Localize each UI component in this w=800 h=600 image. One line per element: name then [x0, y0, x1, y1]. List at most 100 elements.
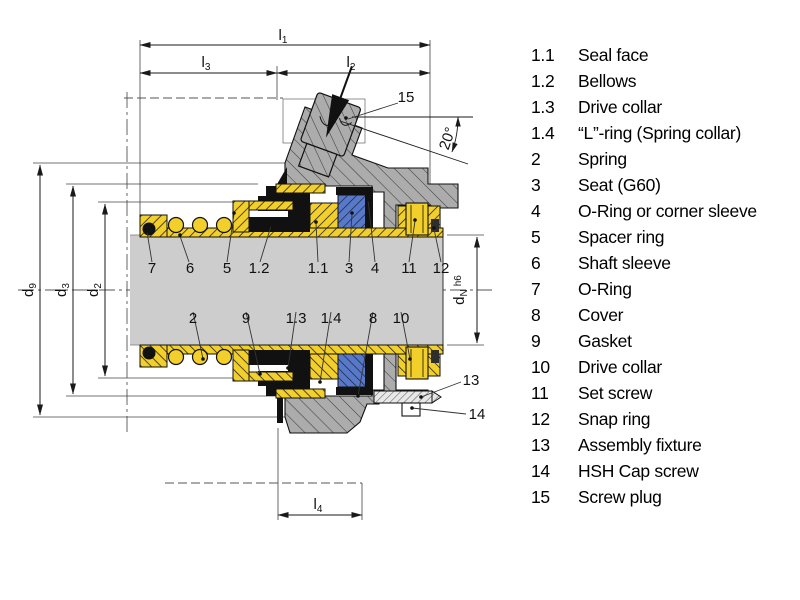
legend-label: O-Ring or corner sleeve	[578, 201, 757, 221]
legend-num: 1.2	[531, 71, 555, 91]
legend-num: 3	[531, 175, 541, 195]
dim-label-l4: l4	[314, 496, 323, 515]
legend-label: O-Ring	[578, 279, 632, 299]
leader-lines	[146, 102, 467, 415]
legend-label: Screw plug	[578, 487, 662, 507]
callout-15: 15	[398, 89, 415, 106]
dimension-lines	[37, 42, 480, 518]
callout-9: 9	[242, 310, 250, 327]
legend-num: 15	[531, 487, 550, 507]
callout-7: 7	[148, 260, 156, 277]
legend-label: Cover	[578, 305, 624, 325]
legend-label: Spring	[578, 149, 627, 169]
legend-label: Snap ring	[578, 409, 651, 429]
legend-num: 11	[531, 383, 549, 403]
legend-num: 10	[531, 357, 550, 377]
legend-item: 8 Cover	[531, 302, 796, 328]
assembly-fixture-part	[373, 390, 433, 404]
legend-num: 14	[531, 461, 550, 481]
legend-label: Bellows	[578, 71, 637, 91]
callout-3: 3	[345, 260, 353, 277]
legend-label: Assembly fixture	[578, 435, 702, 455]
callout-2: 2	[189, 310, 197, 327]
callout-8: 8	[369, 310, 377, 327]
callout-12: 12	[433, 260, 450, 277]
dim-label-d2: d2	[85, 283, 104, 297]
callout-4: 4	[371, 260, 379, 277]
legend-item: 12 Snap ring	[531, 406, 796, 432]
screw-plug-part	[297, 65, 361, 178]
seal-cross-section-drawing: l1 l3 l2 l4 d9 d3 d2 dNh6 20° 7 6 5 1.2 …	[18, 27, 492, 520]
gland-bottom-part	[277, 352, 442, 434]
legend-item: 13 Assembly fixture	[531, 432, 796, 458]
legend-item: 7 O-Ring	[531, 276, 796, 302]
callout-6: 6	[186, 260, 194, 277]
callout-1-1: 1.1	[308, 260, 329, 277]
legend-label: “L”-ring (Spring collar)	[578, 123, 741, 143]
oring-part	[142, 222, 156, 236]
callout-11: 11	[401, 260, 417, 277]
dim-label-l3: l3	[202, 54, 211, 73]
set-screw-part	[405, 202, 429, 236]
legend-num: 7	[531, 279, 541, 299]
legend-num: 12	[531, 409, 550, 429]
legend-item: 14 HSH Cap screw	[531, 458, 796, 484]
callout-13: 13	[463, 372, 480, 389]
dim-label-d9: d9	[20, 283, 39, 297]
spring-coil	[191, 216, 209, 234]
spring-coil	[215, 216, 233, 234]
legend-label: Drive collar	[578, 97, 662, 117]
flow-arrow	[325, 94, 350, 138]
legend-item: 1.4“L”-ring (Spring collar)	[531, 120, 796, 146]
legend-item: 3 Seat (G60)	[531, 172, 796, 198]
seal-face-part	[309, 202, 339, 229]
legend-label: Set screw	[578, 383, 653, 403]
legend-num: 13	[531, 435, 550, 455]
legend-num: 8	[531, 305, 541, 325]
corner-sleeve-part	[336, 187, 373, 228]
legend-item: 2 Spring	[531, 146, 796, 172]
legend-label: Shaft sleeve	[578, 253, 671, 273]
callout-14: 14	[469, 406, 486, 423]
dim-label-l2: l2	[347, 54, 356, 73]
legend-item: 1.1 Seal face	[531, 42, 796, 68]
legend-label: Seat (G60)	[578, 175, 661, 195]
l-ring-part	[275, 183, 326, 194]
cover-part	[276, 65, 459, 233]
leader-dots	[145, 116, 436, 410]
legend-num: 5	[531, 227, 541, 247]
seal-assembly-top	[139, 183, 444, 238]
dim-label-l1: l1	[279, 27, 288, 46]
legend-item: 6 Shaft sleeve	[531, 250, 796, 276]
callout-5: 5	[223, 260, 231, 277]
legend-label: Drive collar	[578, 357, 662, 377]
legend-num: 6	[531, 253, 541, 273]
cap-screw-part	[401, 402, 421, 417]
spring-coil	[167, 216, 185, 234]
legend-num: 1.1	[531, 45, 555, 65]
callout-10: 10	[393, 310, 410, 327]
legend-num: 9	[531, 331, 541, 351]
shaft-body	[130, 235, 443, 345]
snap-ring-part	[431, 219, 439, 232]
dim-label-d3: d3	[53, 283, 72, 297]
angle-label: 20°	[436, 125, 459, 152]
callout-1-2: 1.2	[249, 260, 270, 277]
shaft	[130, 234, 444, 346]
legend-num: 2	[531, 149, 541, 169]
dim-label-dN: dNh6	[451, 275, 470, 305]
legend-item: 11 Set screw	[531, 380, 796, 406]
cover-clamp-edge	[276, 167, 287, 186]
callout-1-4: 1.4	[321, 310, 342, 327]
legend-item: 1.3 Drive collar	[531, 94, 796, 120]
legend-num: 1.3	[531, 97, 555, 117]
legend-item: 10 Drive collar	[531, 354, 796, 380]
spacer-ring-part	[232, 200, 250, 233]
legend-label: HSH Cap screw	[578, 461, 699, 481]
legend-label: Seal face	[578, 45, 649, 65]
